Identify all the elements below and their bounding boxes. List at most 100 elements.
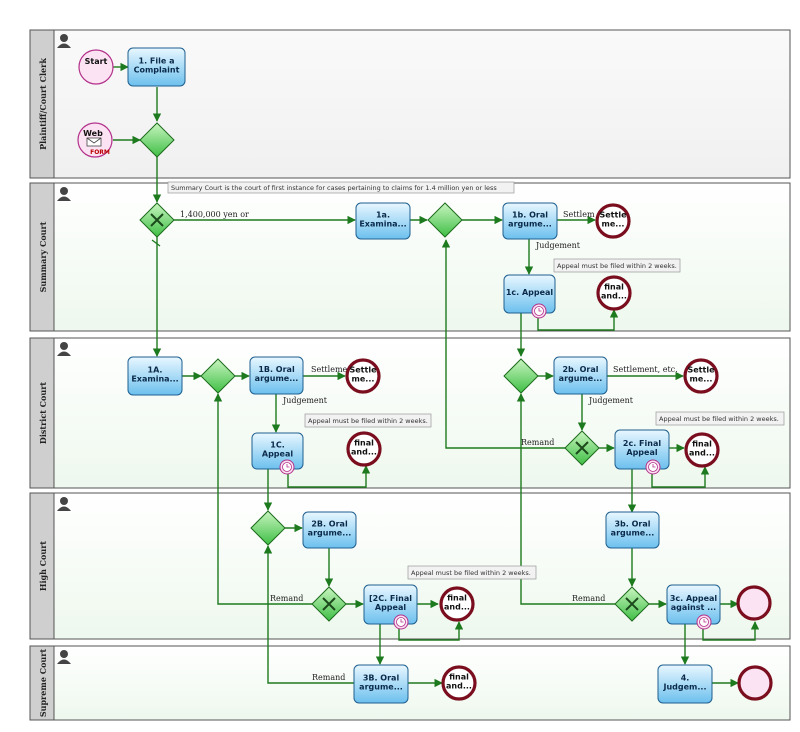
task-t1a[interactable]: 1a.Examina...	[355, 202, 411, 240]
end-event-hc_end[interactable]	[736, 585, 772, 621]
timer-icon	[393, 614, 409, 630]
person-icon	[57, 497, 71, 511]
exclusive-gateway[interactable]	[200, 358, 236, 394]
edge-label: Settlement	[311, 365, 356, 374]
exclusive-gateway[interactable]	[564, 430, 600, 466]
person-icon	[57, 650, 71, 664]
flow	[651, 466, 710, 488]
flow	[263, 545, 354, 684]
annotation-text: Appeal must be filed within 2 weeks.	[557, 262, 677, 270]
web-form-sublabel: FORM	[90, 149, 110, 156]
timer-icon	[279, 459, 295, 475]
x-marker-icon	[322, 597, 336, 611]
x-marker-icon	[150, 213, 164, 227]
task-label: 1A.Examina...	[131, 366, 178, 384]
annotation-text: Appeal must be filed within 2 weeks.	[308, 417, 428, 425]
web-form-start-event[interactable]: Web FORM	[77, 122, 113, 158]
task-label: 4.Judgem...	[662, 674, 706, 692]
envelope-icon	[86, 137, 102, 147]
lane-summary-court: Summary Court	[29, 182, 791, 332]
exclusive-gateway[interactable]	[311, 586, 347, 622]
edge-label: Remand	[312, 673, 345, 682]
exclusive-gateway[interactable]	[139, 122, 175, 158]
start-event-label: Start	[85, 57, 108, 66]
annotation-appeal-hc: Appeal must be filed within 2 weeks.	[407, 565, 537, 580]
annotation-summary: Summary Court is the court of first inst…	[167, 181, 515, 194]
task-label: 1c. Appeal	[506, 288, 554, 297]
task-t1c[interactable]: 1c. Appeal	[503, 274, 556, 319]
exclusive-gateway[interactable]	[427, 202, 463, 238]
end-event-sp_end[interactable]	[737, 665, 773, 701]
edge-label: Judgement	[282, 396, 328, 405]
lane-label: Supreme Court	[38, 649, 48, 718]
flow	[287, 465, 371, 488]
flow	[441, 239, 566, 449]
annotation-appeal-dc2: Appeal must be filed within 2 weeks.	[655, 411, 785, 426]
person-icon	[57, 34, 71, 48]
edge-label: Judgement	[535, 241, 581, 250]
exclusive-gateway[interactable]	[250, 510, 286, 546]
annotation-text: Appeal must be filed within 2 weeks.	[659, 415, 779, 423]
task-t4[interactable]: 4.Judgem...	[657, 664, 713, 704]
exclusive-gateway[interactable]	[503, 358, 539, 394]
person-icon	[57, 187, 71, 201]
start-event[interactable]: Start	[78, 49, 114, 85]
edge-label: Remand	[572, 594, 605, 603]
task-t1C[interactable]: 1C.Appeal	[251, 432, 304, 475]
lane-label: High Court	[38, 541, 48, 592]
x-marker-icon	[575, 441, 589, 455]
web-form-label: Web	[83, 129, 103, 138]
annotation-appeal-dc1: Appeal must be filed within 2 weeks.	[304, 413, 432, 428]
lane-label: Plaintiff/Court Clerk	[38, 58, 48, 150]
lane-label: Summary Court	[38, 221, 48, 292]
x-marker-icon	[625, 597, 639, 611]
flow	[213, 393, 312, 605]
timer-icon	[531, 303, 547, 319]
default-flow-marker	[151, 239, 161, 247]
task-t1A[interactable]: 1A.Examina...	[127, 356, 183, 396]
exclusive-gateway[interactable]	[139, 202, 175, 238]
exclusive-gateway[interactable]	[614, 586, 650, 622]
lane-label: District Court	[38, 382, 48, 445]
flow	[516, 393, 615, 605]
edge-label: 1,400,000 yen or	[180, 210, 249, 219]
edge-label: Settlement, etc.	[613, 365, 678, 374]
annotation-text: Appeal must be filed within 2 weeks.	[411, 569, 531, 577]
edge-label: Settlem	[563, 210, 595, 219]
annotation-text: Summary Court is the court of first inst…	[171, 184, 497, 192]
